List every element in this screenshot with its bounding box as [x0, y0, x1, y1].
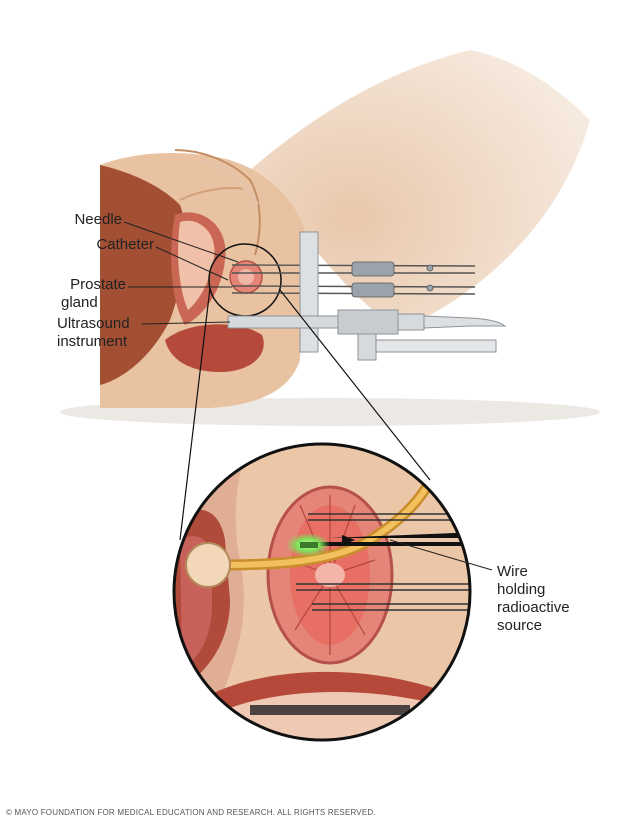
ultrasound-probe	[227, 309, 507, 361]
thigh	[250, 50, 590, 330]
copyright-notice: © MAYO FOUNDATION FOR MEDICAL EDUCATION …	[6, 808, 376, 817]
label-wire-line1: Wire	[497, 563, 528, 580]
label-leaders	[123, 221, 239, 325]
label-ultrasound-line1: Ultrasound	[57, 315, 130, 332]
label-wire-line4: source	[497, 617, 543, 634]
label-wire-line2: holding	[497, 581, 546, 598]
tissue-dark	[100, 165, 186, 385]
wire-leader	[389, 539, 493, 571]
label-ultrasound-line2: instrument	[57, 333, 128, 350]
magnify-circle-large	[172, 442, 472, 742]
label-prostate-line2: gland	[61, 294, 98, 311]
label-prostate-line1: Prostate	[70, 276, 126, 293]
label-wire-line3: radioactive	[497, 599, 570, 616]
rectum	[165, 324, 264, 372]
label-catheter: Catheter	[96, 236, 154, 253]
catheter-balloon	[185, 542, 231, 588]
label-needle: Needle	[74, 211, 122, 228]
